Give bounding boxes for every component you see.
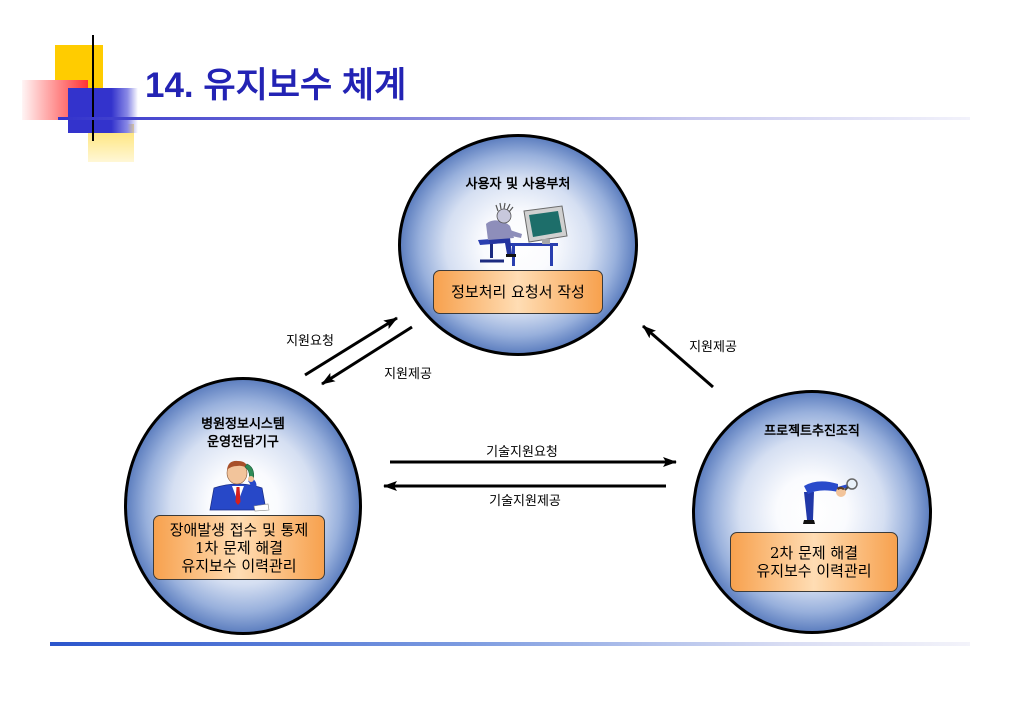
phone-handset [244,463,257,491]
node-title-line: 병원정보시스템 [201,417,285,432]
node-title: 사용자 및 사용부처 [398,176,638,194]
task-box: 정보처리 요청서 작성 [433,270,603,314]
node-title-line: 운영전담기구 [207,435,279,450]
task-line: 1차 문제 해결 [194,538,284,557]
node-title-line: 사용자 및 사용부처 [465,177,571,192]
footer-rule [50,642,970,646]
task-line: 정보처리 요청서 작성 [451,283,585,301]
magnifying-glass [844,478,858,491]
head [836,486,846,497]
task-line: 2차 문제 해결 [769,544,859,562]
title-underline [58,117,970,120]
arrow-support-provide-right [642,324,714,389]
node-title: 프로젝트추진조직 [692,423,932,441]
person-bending-with-magnifier-icon [803,478,858,524]
task-box: 장애발생 접수 및 통제 1차 문제 해결 유지보수 이력관리 [153,515,325,580]
node-users: 사용자 및 사용부처 [398,134,638,356]
edge-label-support-request: 지원요청 [286,334,334,349]
arrow-support-provide-left [321,325,413,386]
person-on-phone-icon [209,460,270,512]
slide-title: 14. 유지보수 체계 [145,66,407,105]
task-line: 유지보수 이력관리 [756,562,872,580]
edge-label-support-provide-right: 지원제공 [689,340,737,355]
task-line: 장애발생 접수 및 통제 [169,520,309,539]
legs [803,492,815,524]
papers [253,503,270,512]
person-at-computer-icon [478,202,568,266]
task-box: 2차 문제 해결 유지보수 이력관리 [730,532,898,592]
person [486,202,522,257]
node-title: 병원정보시스템 운영전담기구 [124,416,362,452]
task-line: 유지보수 이력관리 [181,556,297,575]
edge-label-tech-support-provide: 기술지원제공 [489,494,561,509]
edge-label-support-provide-left: 지원제공 [384,367,432,382]
head [226,460,248,485]
monitor [523,205,568,244]
edge-label-tech-support-request: 기술지원요청 [486,445,558,460]
node-title-line: 프로젝트추진조직 [764,424,860,439]
arrow-support-request [304,316,398,377]
shirt-and-tie [232,486,244,505]
decor-vertical-line [92,35,94,141]
decor-blue-square [68,88,138,133]
node-project-organization: 프로젝트추진조직 2차 문제 해결 유지보수 이력관리 [692,390,932,634]
node-hospital-operations: 병원정보시스템 운영전담기구 장애 [124,377,362,635]
